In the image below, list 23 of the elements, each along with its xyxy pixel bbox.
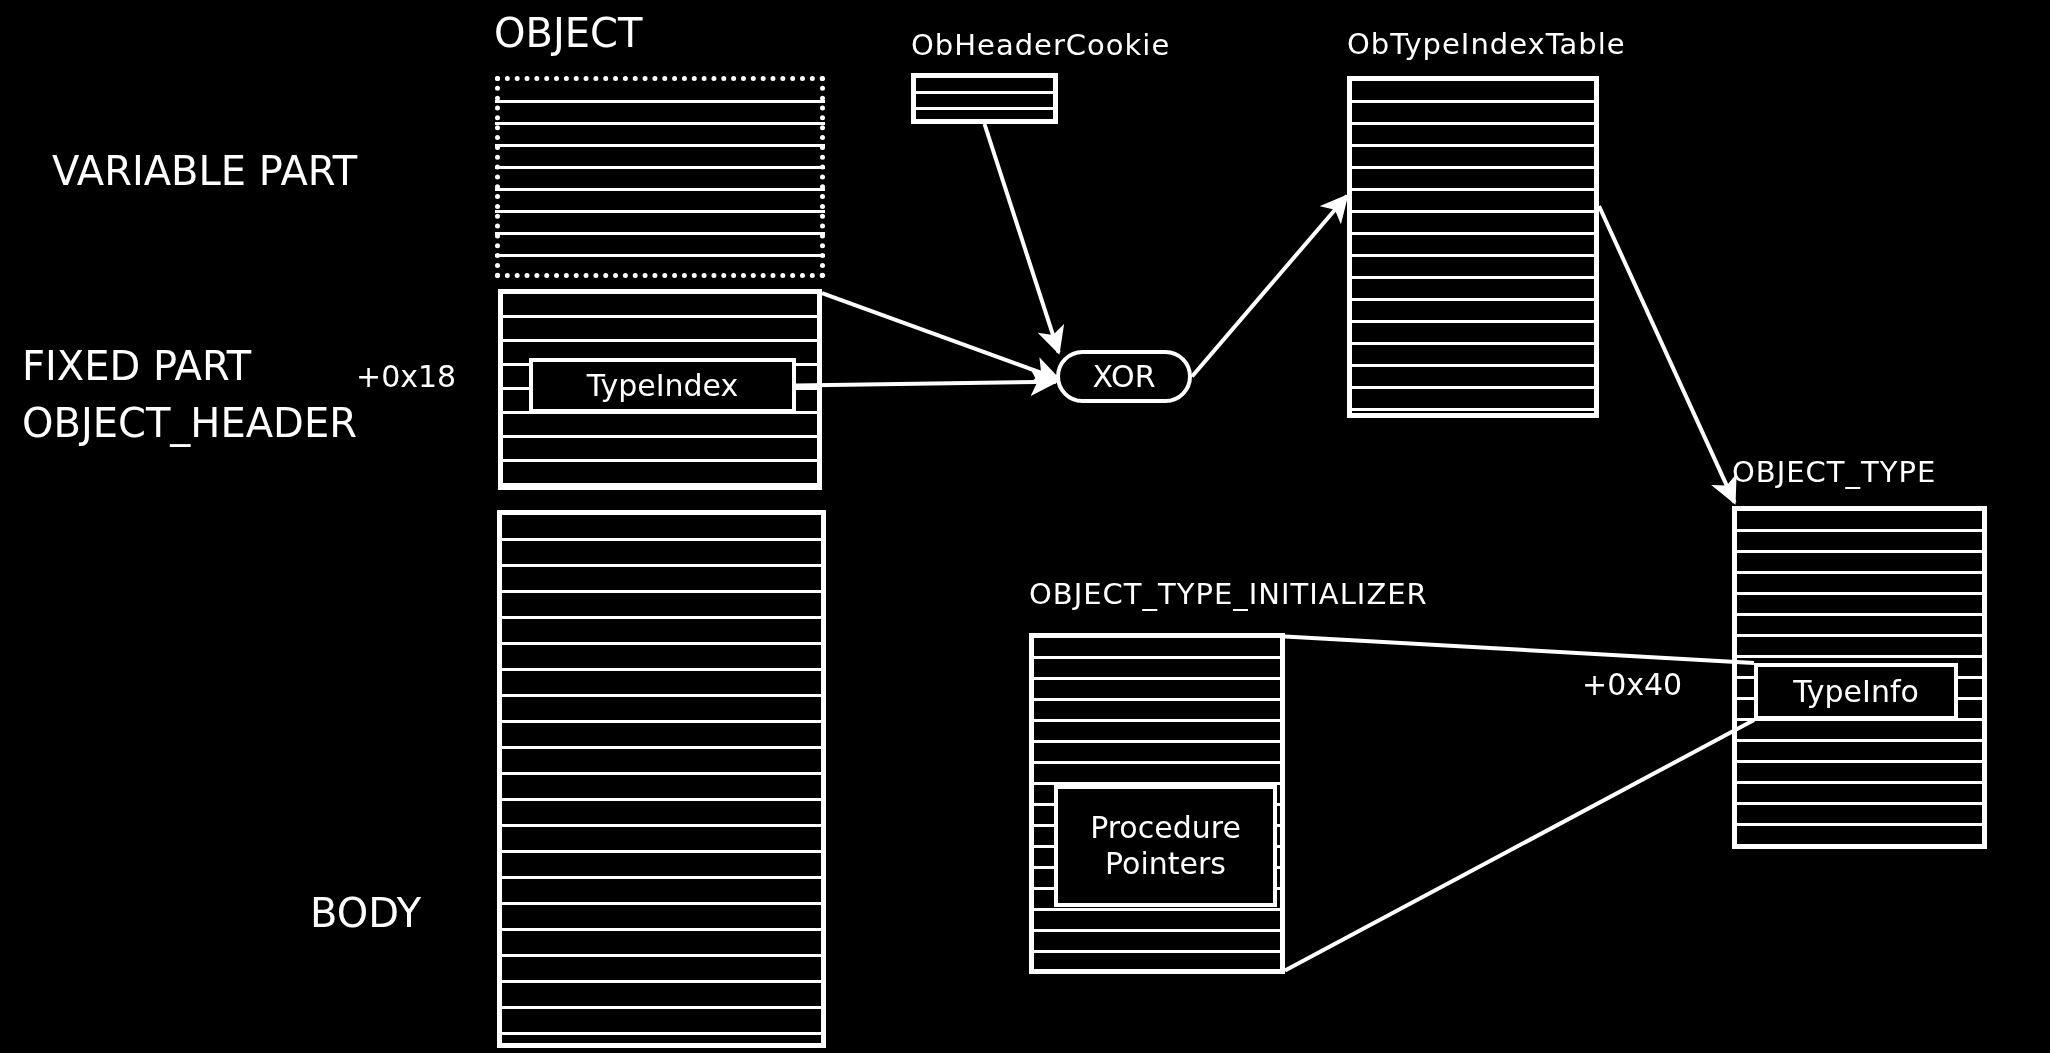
structure-title: OBJECT xyxy=(494,10,643,56)
table-heading: OBJECT_TYPE_INITIALIZER xyxy=(1029,578,1428,612)
memory-table xyxy=(495,76,825,278)
operator-pill: XOR xyxy=(1056,350,1192,403)
memory-table xyxy=(497,510,826,1048)
table-heading: OBJECT_TYPE xyxy=(1732,456,1937,490)
table-heading: ObTypeIndexTable xyxy=(1347,28,1626,62)
connector-line xyxy=(1284,718,1755,973)
offset-label: +0x18 xyxy=(356,360,457,395)
region-label: OBJECT_HEADER xyxy=(22,400,357,446)
arrow xyxy=(982,123,1065,355)
field-box: TypeIndex xyxy=(529,358,796,413)
arrow xyxy=(795,368,1059,397)
memory-table xyxy=(498,289,822,490)
region-label: BODY xyxy=(310,890,422,936)
region-label: VARIABLE PART xyxy=(52,148,358,194)
table-heading: ObHeaderCookie xyxy=(911,29,1171,63)
field-box: Procedure Pointers xyxy=(1054,785,1277,907)
field-box: TypeInfo xyxy=(1754,663,1958,720)
arrow xyxy=(1190,193,1349,378)
offset-label: +0x40 xyxy=(1582,668,1683,703)
region-label: FIXED PART xyxy=(22,343,252,389)
arrow xyxy=(1597,205,1737,505)
